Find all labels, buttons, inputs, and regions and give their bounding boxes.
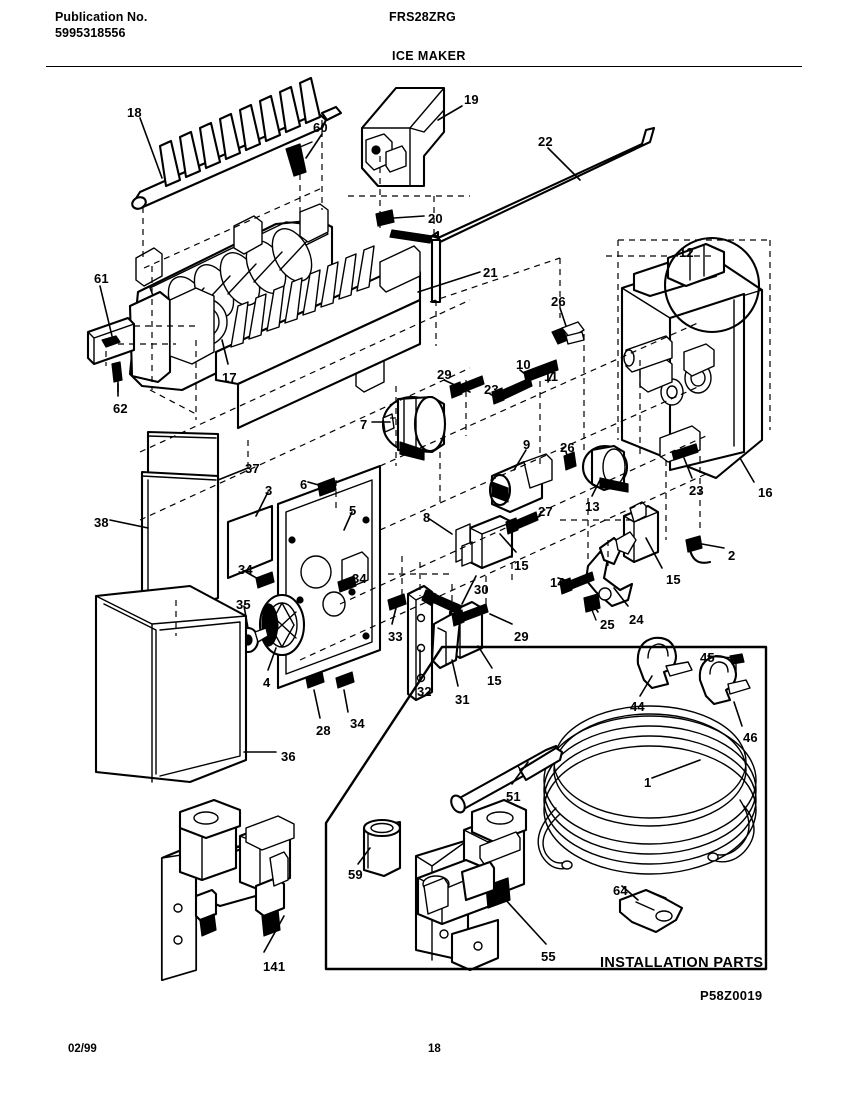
part-1-water-tubing xyxy=(537,705,757,875)
part-64-strap xyxy=(618,888,684,934)
callout-62: 62 xyxy=(113,401,128,416)
callout-59: 59 xyxy=(348,867,363,882)
model-number: FRS28ZRG xyxy=(389,10,456,24)
part-24-lever xyxy=(584,531,637,608)
installation-parts-box xyxy=(322,633,770,973)
callout-14: 14 xyxy=(550,575,565,590)
callout-33: 33 xyxy=(388,629,403,644)
callout-44: 44 xyxy=(630,699,645,714)
assembly-guide-lines xyxy=(105,120,771,661)
part-141-water-valve xyxy=(160,798,295,982)
part-51-tube xyxy=(450,744,564,814)
part-44-clamp xyxy=(636,636,693,690)
callout-32: 32 xyxy=(417,684,432,699)
callout-23: 23 xyxy=(484,382,499,397)
part-22-shutoff-arm xyxy=(389,126,656,304)
callout-29: 29 xyxy=(514,629,529,644)
part-13-cam-gear xyxy=(581,444,629,493)
callout-4: 4 xyxy=(263,675,271,690)
callout-12: 12 xyxy=(679,245,694,260)
callout-15: 15 xyxy=(666,572,681,587)
part-61-bracket xyxy=(86,316,136,366)
callout-26: 26 xyxy=(560,440,575,455)
callout-24: 24 xyxy=(629,612,644,627)
part-7-drive-motor xyxy=(381,395,447,461)
part-45-screw xyxy=(729,653,745,677)
callout-31: 31 xyxy=(455,692,470,707)
callout-26: 26 xyxy=(551,294,566,309)
part-18-ejector-blades xyxy=(131,76,343,210)
installation-parts-label: INSTALLATION PARTS xyxy=(600,955,764,971)
callout-7: 7 xyxy=(360,417,368,432)
part-38-panel xyxy=(140,470,220,624)
callout-55: 55 xyxy=(541,949,556,964)
callout-51: 51 xyxy=(506,789,521,804)
callout-2: 2 xyxy=(728,548,736,563)
callout-36: 36 xyxy=(281,749,296,764)
callout-15: 15 xyxy=(487,673,502,688)
callout-30: 30 xyxy=(474,582,489,597)
callout-23: 23 xyxy=(689,483,704,498)
callout-25: 25 xyxy=(600,617,615,632)
footer-date: 02/99 xyxy=(68,1043,97,1055)
callout-1: 1 xyxy=(644,775,652,790)
callout-18: 18 xyxy=(127,105,142,120)
callout-22: 22 xyxy=(538,134,553,149)
callout-15: 15 xyxy=(514,558,529,573)
callout-6: 6 xyxy=(300,477,308,492)
callout-38: 38 xyxy=(94,515,109,530)
title-divider xyxy=(46,66,802,67)
part-46-clamp xyxy=(698,654,751,706)
callout-16: 16 xyxy=(758,485,773,500)
part-15-switches xyxy=(448,501,660,660)
part-62-screw xyxy=(111,361,123,393)
callout-21: 21 xyxy=(483,265,498,280)
callout-45: 45 xyxy=(700,650,715,665)
callout-29: 29 xyxy=(437,367,452,382)
callout-20: 20 xyxy=(428,211,443,226)
callout-34: 34 xyxy=(350,716,365,731)
callout-leaders xyxy=(99,105,755,953)
callout-5: 5 xyxy=(349,503,357,518)
callout-11: 11 xyxy=(544,369,559,384)
callout-46: 46 xyxy=(743,730,758,745)
publication-label: PubIication No. xyxy=(55,10,148,24)
callout-61: 61 xyxy=(94,271,109,286)
part-36-ice-container xyxy=(94,584,248,784)
footer-page-number: 18 xyxy=(428,1043,441,1055)
callout-60: 60 xyxy=(313,120,328,135)
publication-number: 5995318556 xyxy=(55,26,126,40)
callout-28: 28 xyxy=(316,723,331,738)
callout-34: 34 xyxy=(238,562,253,577)
part-59-grommet xyxy=(362,818,402,878)
drawing-code: P58Z0019 xyxy=(700,988,763,1003)
callout-64: 64 xyxy=(613,883,628,898)
callout-34: 34 xyxy=(352,571,367,586)
callout-13: 13 xyxy=(585,499,600,514)
callout-27: 27 xyxy=(538,504,553,519)
page-title: ICE MAKER xyxy=(392,49,466,63)
callout-19: 19 xyxy=(464,92,479,107)
part-19-fill-cup xyxy=(360,86,446,188)
part-55-water-valve xyxy=(414,798,528,972)
callout-35: 35 xyxy=(236,597,251,612)
callout-3: 3 xyxy=(265,483,273,498)
part-21-ice-stripper xyxy=(214,245,422,430)
callout-8: 8 xyxy=(423,510,431,525)
callout-9: 9 xyxy=(523,437,531,452)
callout-10: 10 xyxy=(516,357,531,372)
part-16-module-housing xyxy=(620,236,764,480)
callout-141: 141 xyxy=(263,959,286,974)
callout-37: 37 xyxy=(245,461,260,476)
callout-17: 17 xyxy=(222,370,237,385)
